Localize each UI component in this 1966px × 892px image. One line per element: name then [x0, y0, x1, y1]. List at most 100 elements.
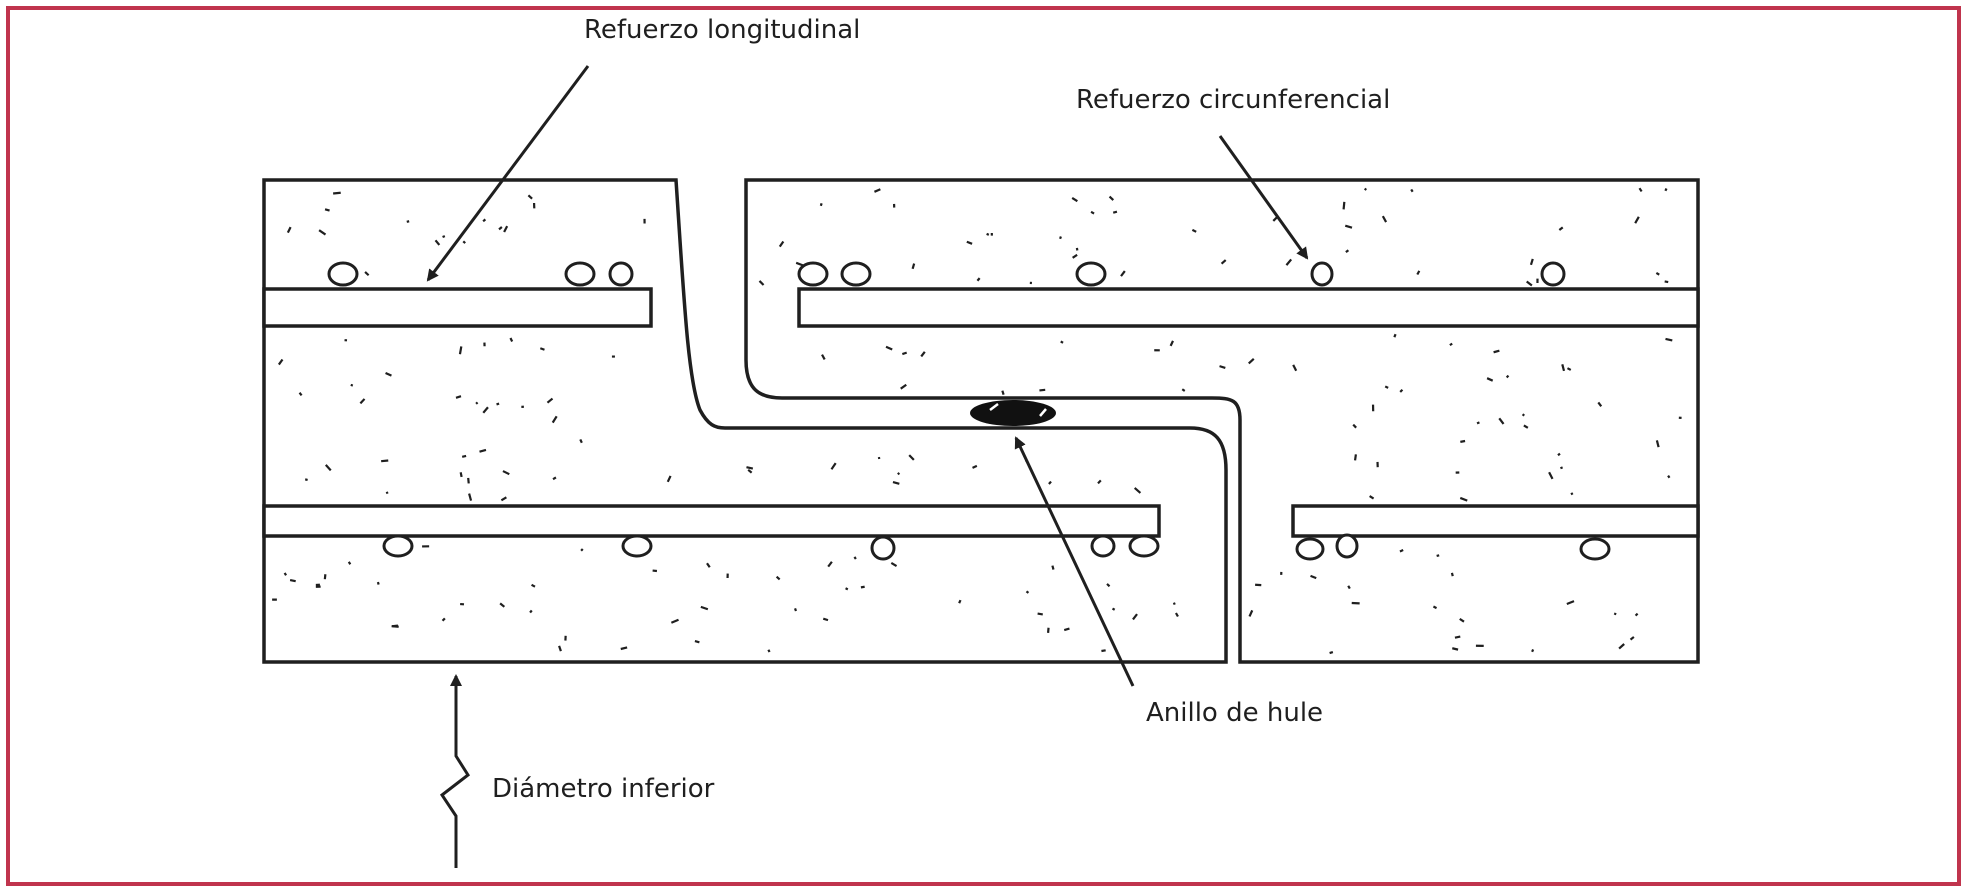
speckle: [1001, 390, 1005, 395]
speckle: [333, 191, 341, 195]
speckle: [1655, 440, 1660, 448]
speckle: [462, 240, 466, 244]
speckle: [376, 581, 380, 585]
speckle: [1664, 188, 1668, 192]
speckle: [324, 208, 330, 212]
speckle: [822, 617, 829, 622]
speckle: [546, 397, 554, 404]
speckle: [539, 347, 545, 351]
speckle: [1108, 195, 1115, 201]
speckle: [1025, 590, 1030, 594]
speckle: [1521, 413, 1525, 417]
speckle: [1629, 636, 1635, 641]
speckle: [1436, 554, 1440, 557]
speckle: [1664, 280, 1669, 284]
speckle: [1060, 340, 1064, 344]
speckle: [1133, 487, 1142, 494]
bar-section: [797, 261, 829, 287]
speckle: [286, 226, 292, 234]
speckle: [381, 459, 389, 463]
speckle: [580, 548, 584, 552]
speckle: [392, 624, 399, 628]
speckle: [830, 462, 837, 470]
speckle: [1347, 585, 1351, 590]
speckle: [1120, 270, 1126, 277]
speckle: [1071, 197, 1078, 203]
bar-section: [1090, 534, 1116, 558]
speckle: [359, 398, 366, 405]
speckle: [531, 583, 536, 588]
arrow-longitudinal: [426, 65, 590, 282]
speckle: [1476, 421, 1480, 425]
speckle: [767, 649, 771, 653]
speckle: [1667, 475, 1671, 479]
speckle: [1548, 471, 1554, 480]
speckle: [467, 477, 470, 484]
arrow-lower-diameter: [439, 674, 470, 868]
speckle: [323, 574, 327, 580]
speckle: [1063, 627, 1070, 632]
bar-section: [1540, 261, 1566, 287]
speckle: [972, 464, 978, 469]
speckle: [1132, 613, 1138, 621]
speckle: [694, 639, 700, 644]
speckle: [1561, 364, 1566, 372]
speckle: [1655, 271, 1660, 276]
speckle: [406, 220, 410, 223]
speckle: [794, 608, 798, 612]
speckle: [897, 472, 901, 476]
speckle: [503, 225, 509, 233]
speckle: [498, 226, 503, 231]
speckle: [496, 402, 500, 406]
speckle: [500, 496, 507, 502]
speckle: [1399, 388, 1404, 393]
speckle: [1364, 187, 1367, 191]
bar-section: [621, 534, 653, 558]
speckle: [385, 372, 392, 377]
speckle: [1191, 228, 1197, 233]
speckle: [1181, 388, 1186, 392]
speckle: [289, 578, 296, 583]
speckle: [966, 240, 973, 245]
speckle: [976, 277, 981, 282]
speckle: [1345, 249, 1350, 254]
speckle: [885, 345, 893, 351]
bar-section: [1310, 261, 1334, 287]
speckle: [900, 383, 907, 390]
reinforcement-band-upper-left: [262, 287, 653, 328]
speckle: [1097, 479, 1102, 485]
bar-section: [1335, 533, 1359, 559]
speckle: [1048, 480, 1052, 485]
speckle: [1486, 377, 1494, 382]
speckle: [1560, 466, 1564, 470]
label-longitudinal-reinforcement: Refuerzo longitudinal: [584, 15, 860, 45]
speckle: [1292, 364, 1298, 372]
speckle: [1523, 424, 1529, 429]
bell-pipe-outline: [744, 178, 1700, 664]
speckle: [747, 468, 753, 474]
reinforcement-band-upper-right: [797, 287, 1700, 328]
speckle: [579, 438, 583, 444]
speckle: [1381, 215, 1388, 223]
speckle: [1037, 612, 1043, 616]
speckle: [1399, 548, 1404, 553]
speckle: [1090, 210, 1095, 215]
speckle: [1613, 612, 1617, 616]
speckle: [1665, 337, 1673, 342]
speckle: [1459, 617, 1465, 623]
speckle: [1169, 340, 1174, 347]
speckle: [1531, 648, 1535, 653]
speckle: [1638, 187, 1643, 193]
speckle: [902, 351, 908, 356]
speckle: [1566, 600, 1575, 606]
speckle: [1566, 367, 1572, 371]
spigot-pipe-outline: [262, 178, 1228, 664]
speckle: [892, 480, 900, 485]
bar-section: [1075, 261, 1107, 287]
speckle: [911, 263, 916, 270]
speckle: [1384, 385, 1389, 389]
speckle: [324, 464, 332, 472]
speckle: [860, 585, 865, 589]
speckle: [1634, 216, 1640, 224]
speckle: [283, 572, 287, 576]
